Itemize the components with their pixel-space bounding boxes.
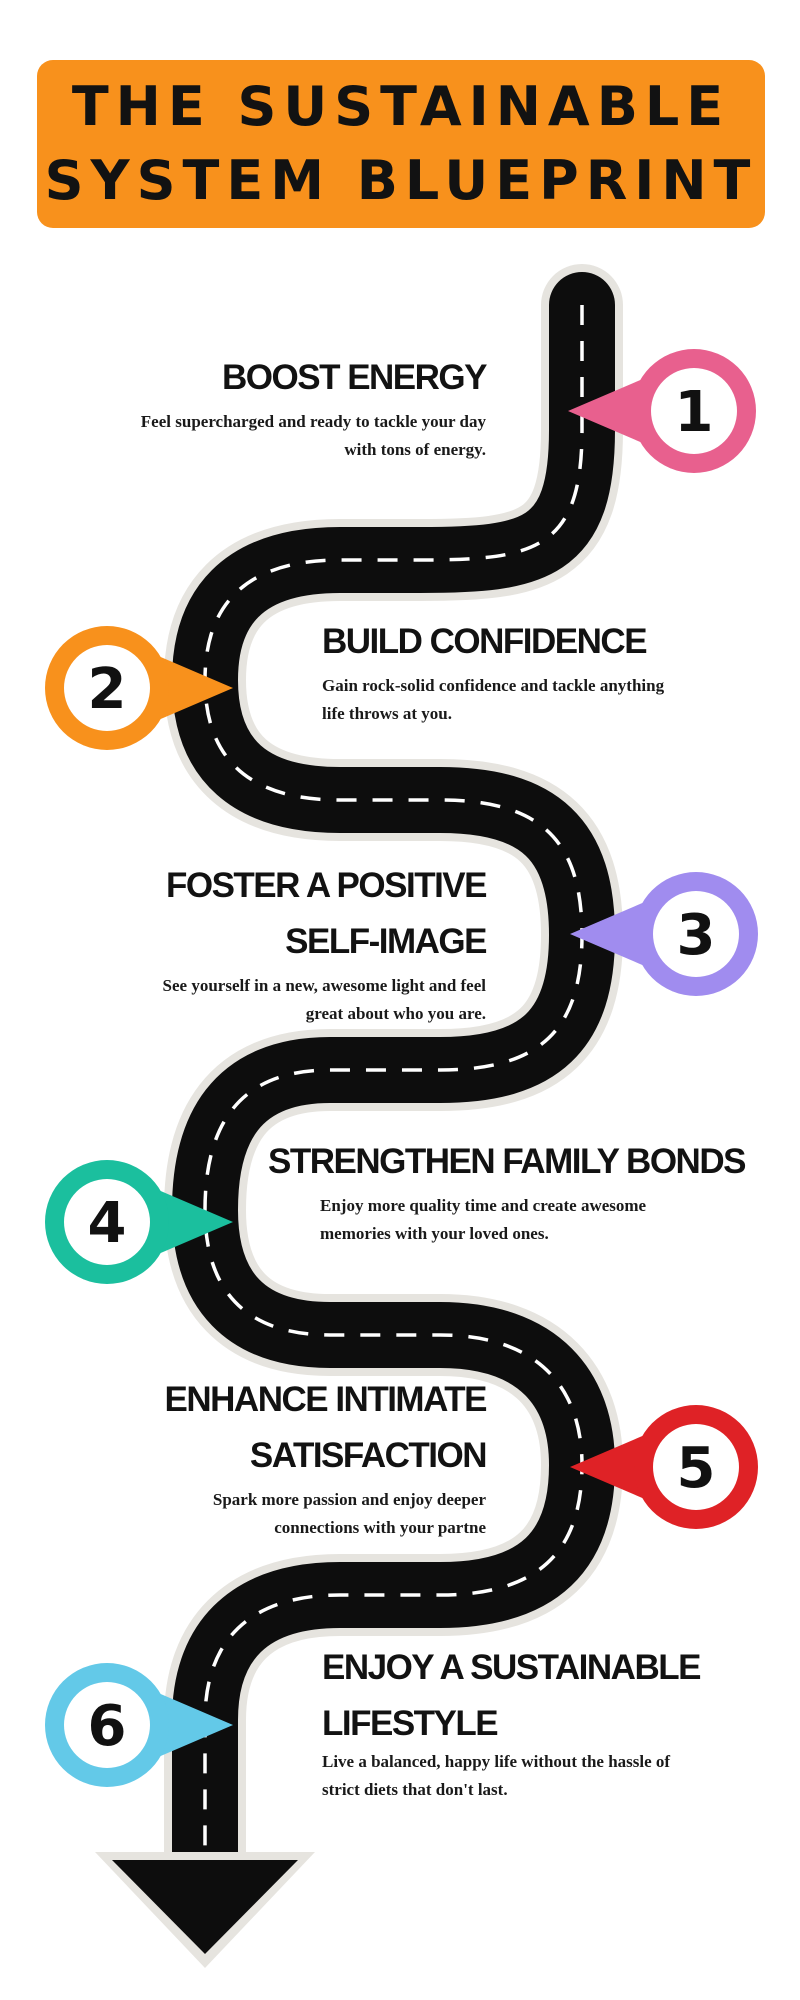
step-3-title: FOSTER A POSITIVE SELF-IMAGE <box>60 858 488 970</box>
step-4-text: STRENGTHEN FAMILY BONDS Enjoy more quali… <box>268 1134 788 1248</box>
step-4-description: Enjoy more quality time and create aweso… <box>268 1192 788 1248</box>
step-3-title-line-1: FOSTER A POSITIVE <box>165 866 488 905</box>
step-3-desc-line-2: great about who you are. <box>305 1004 486 1023</box>
step-4-title: STRENGTHEN FAMILY BONDS <box>268 1134 788 1190</box>
step-4-desc-line-2: memories with your loved ones. <box>320 1224 549 1243</box>
road-center-dashes <box>203 305 584 1860</box>
step-5-title-line-2: SATISFACTION <box>249 1436 488 1475</box>
step-5-marker: 5 <box>570 1405 758 1529</box>
title-line-2: SYSTEM BLUEPRINT <box>44 149 758 212</box>
step-6-desc-line-2: strict diets that don't last. <box>322 1780 508 1799</box>
step-3-number: 3 <box>677 903 716 968</box>
step-5-desc-line-2: connections with your partne <box>274 1518 486 1537</box>
step-2-number: 2 <box>88 657 127 722</box>
title-line-1: THE SUSTAINABLE <box>71 75 731 138</box>
step-6-marker: 6 <box>45 1663 233 1787</box>
step-5-number: 5 <box>677 1436 716 1501</box>
step-2-marker: 2 <box>45 626 233 750</box>
step-6-desc-line-1: Live a balanced, happy life without the … <box>322 1752 671 1771</box>
marker-center <box>64 645 150 731</box>
marker-center <box>653 891 739 977</box>
road-arrowhead <box>112 1860 298 1954</box>
step-4-desc-line-1: Enjoy more quality time and create aweso… <box>320 1196 647 1215</box>
step-1-desc-line-1: Feel supercharged and ready to tackle yo… <box>140 412 486 431</box>
marker-center <box>651 368 737 454</box>
step-4-marker: 4 <box>45 1160 233 1284</box>
step-3-description: See yourself in a new, awesome light and… <box>60 972 486 1028</box>
step-5-title: ENHANCE INTIMATE SATISFACTION <box>60 1372 488 1484</box>
step-3-title-line-2: SELF-IMAGE <box>285 922 487 961</box>
step-markers: 1 2 3 4 5 6 <box>45 349 758 1787</box>
step-1-text: BOOST ENERGY Feel supercharged and ready… <box>60 350 488 464</box>
step-6-title: ENJOY A SUSTAINABLE LIFESTYLE <box>322 1640 772 1752</box>
step-6-title-line-2: LIFESTYLE <box>322 1704 499 1743</box>
step-1-title-line: BOOST ENERGY <box>222 358 487 397</box>
step-5-desc-line-1: Spark more passion and enjoy deeper <box>212 1490 486 1509</box>
title-banner: THE SUSTAINABLE SYSTEM BLUEPRINT <box>37 60 765 228</box>
step-6-title-line-1: ENJOY A SUSTAINABLE <box>322 1648 701 1687</box>
step-6-number: 6 <box>88 1694 127 1759</box>
step-6-text: ENJOY A SUSTAINABLE LIFESTYLE Live a bal… <box>322 1640 772 1804</box>
step-1-description: Feel supercharged and ready to tackle yo… <box>60 408 486 464</box>
step-2-desc-line-2: life throws at you. <box>322 704 453 723</box>
marker-center <box>64 1682 150 1768</box>
road-path-group <box>95 264 623 1968</box>
step-1-title: BOOST ENERGY <box>60 350 487 406</box>
step-1-number: 1 <box>675 380 714 445</box>
step-4-title-line: STRENGTHEN FAMILY BONDS <box>268 1142 746 1181</box>
step-4-number: 4 <box>88 1191 127 1256</box>
marker-center <box>653 1424 739 1510</box>
step-3-marker: 3 <box>570 872 758 996</box>
step-6-description: Live a balanced, happy life without the … <box>322 1748 772 1804</box>
step-5-text: ENHANCE INTIMATE SATISFACTION Spark more… <box>60 1372 488 1542</box>
step-2-title-line: BUILD CONFIDENCE <box>322 622 648 661</box>
step-1-desc-line-2: with tons of energy. <box>344 440 486 459</box>
marker-center <box>64 1179 150 1265</box>
step-5-description: Spark more passion and enjoy deeper conn… <box>60 1486 486 1542</box>
step-5-title-line-1: ENHANCE INTIMATE <box>164 1380 488 1419</box>
step-1-marker: 1 <box>568 349 756 473</box>
step-3-desc-line-1: See yourself in a new, awesome light and… <box>162 976 486 995</box>
step-3-text: FOSTER A POSITIVE SELF-IMAGE See yoursel… <box>60 858 488 1028</box>
step-2-text: BUILD CONFIDENCE Gain rock-solid confide… <box>322 614 762 728</box>
step-2-description: Gain rock-solid confidence and tackle an… <box>322 672 762 728</box>
step-2-title: BUILD CONFIDENCE <box>322 614 762 670</box>
step-2-desc-line-1: Gain rock-solid confidence and tackle an… <box>322 676 665 695</box>
